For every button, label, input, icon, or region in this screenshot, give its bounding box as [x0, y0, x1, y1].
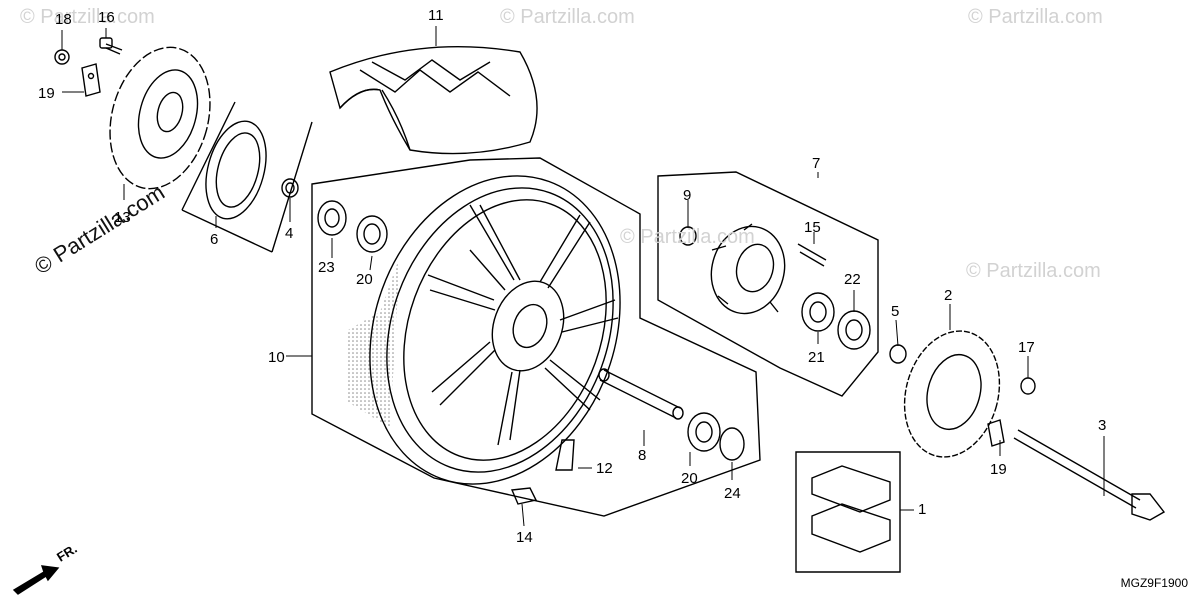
collar-part-4[interactable]: [281, 178, 299, 198]
callout-12[interactable]: 12: [596, 460, 613, 477]
hub-assembly-box-7: [657, 171, 879, 397]
tire-part-11[interactable]: [329, 45, 538, 155]
callout-8[interactable]: 8: [638, 447, 647, 464]
callout-19-right[interactable]: 19: [990, 461, 1007, 478]
stud-part-15[interactable]: [797, 243, 827, 267]
valve-part-12[interactable]: [555, 439, 575, 471]
distance-collar-part-8[interactable]: [598, 368, 684, 420]
bearing-part-23[interactable]: [317, 200, 347, 236]
nut-part-17[interactable]: [1020, 377, 1036, 395]
callout-7[interactable]: 7: [812, 155, 821, 172]
bearing-part-20-lower[interactable]: [687, 412, 721, 452]
watermark-top-left: © Partzilla.com: [20, 6, 155, 28]
watermark-mid-center: © Partzilla.com: [620, 226, 755, 248]
callout-11[interactable]: 11: [428, 7, 444, 24]
bearing-part-22[interactable]: [837, 310, 871, 350]
bolt-part-16[interactable]: [99, 37, 123, 55]
clip-part-19-left[interactable]: [81, 63, 101, 97]
watermark-mid-right: © Partzilla.com: [966, 260, 1101, 282]
callout-10[interactable]: 10: [268, 349, 285, 366]
callout-15[interactable]: 15: [804, 219, 821, 236]
clip-part-19-right[interactable]: [987, 419, 1005, 447]
callout-2[interactable]: 2: [944, 287, 953, 304]
hub-flange-part-7[interactable]: [702, 218, 794, 322]
callout-9[interactable]: 9: [683, 187, 692, 204]
sprocket-part-2[interactable]: [891, 320, 1013, 467]
callout-1[interactable]: 1: [918, 501, 927, 518]
callout-6[interactable]: 6: [210, 231, 219, 248]
callout-14[interactable]: 14: [516, 529, 533, 546]
seal-assembly-box-6: [181, 101, 313, 253]
watermark-top-right: © Partzilla.com: [968, 6, 1103, 28]
callout-20-lower[interactable]: 20: [681, 470, 698, 487]
front-direction-arrow-icon: [12, 565, 60, 595]
callout-17[interactable]: 17: [1018, 339, 1035, 356]
callout-23[interactable]: 23: [318, 259, 335, 276]
bearing-part-20-upper[interactable]: [356, 215, 388, 253]
damper-box-1: [795, 451, 901, 573]
axle-part-3[interactable]: [1013, 429, 1166, 521]
callout-24[interactable]: 24: [724, 485, 741, 502]
nut-part-18[interactable]: [54, 49, 70, 65]
brake-disc-part-13[interactable]: [95, 36, 225, 200]
diagram-code: MGZ9F1900: [1120, 576, 1188, 590]
watermark-top-center: © Partzilla.com: [500, 6, 635, 28]
wheel-rim-part-10[interactable]: [328, 140, 662, 519]
callout-16[interactable]: 16: [98, 9, 115, 26]
callout-3[interactable]: 3: [1098, 417, 1107, 434]
callout-19-left[interactable]: 19: [38, 85, 55, 102]
leader-lines: [61, 26, 1105, 527]
callout-20-upper[interactable]: 20: [356, 271, 373, 288]
balance-weight-part-14[interactable]: [510, 487, 538, 505]
callout-4[interactable]: 4: [285, 225, 294, 242]
collar-part-5[interactable]: [889, 344, 907, 364]
callout-18[interactable]: 18: [55, 11, 72, 28]
wheel-assembly-box-10: [311, 157, 761, 517]
o-ring-part-24[interactable]: [719, 427, 745, 461]
damper-rubber-part-1[interactable]: [811, 465, 891, 553]
dust-seal-part-6[interactable]: [196, 114, 276, 225]
bearing-part-21[interactable]: [801, 292, 835, 332]
callout-5[interactable]: 5: [891, 303, 900, 320]
callout-22[interactable]: 22: [844, 271, 861, 288]
callout-13[interactable]: 13: [114, 209, 131, 226]
callout-21[interactable]: 21: [808, 349, 825, 366]
